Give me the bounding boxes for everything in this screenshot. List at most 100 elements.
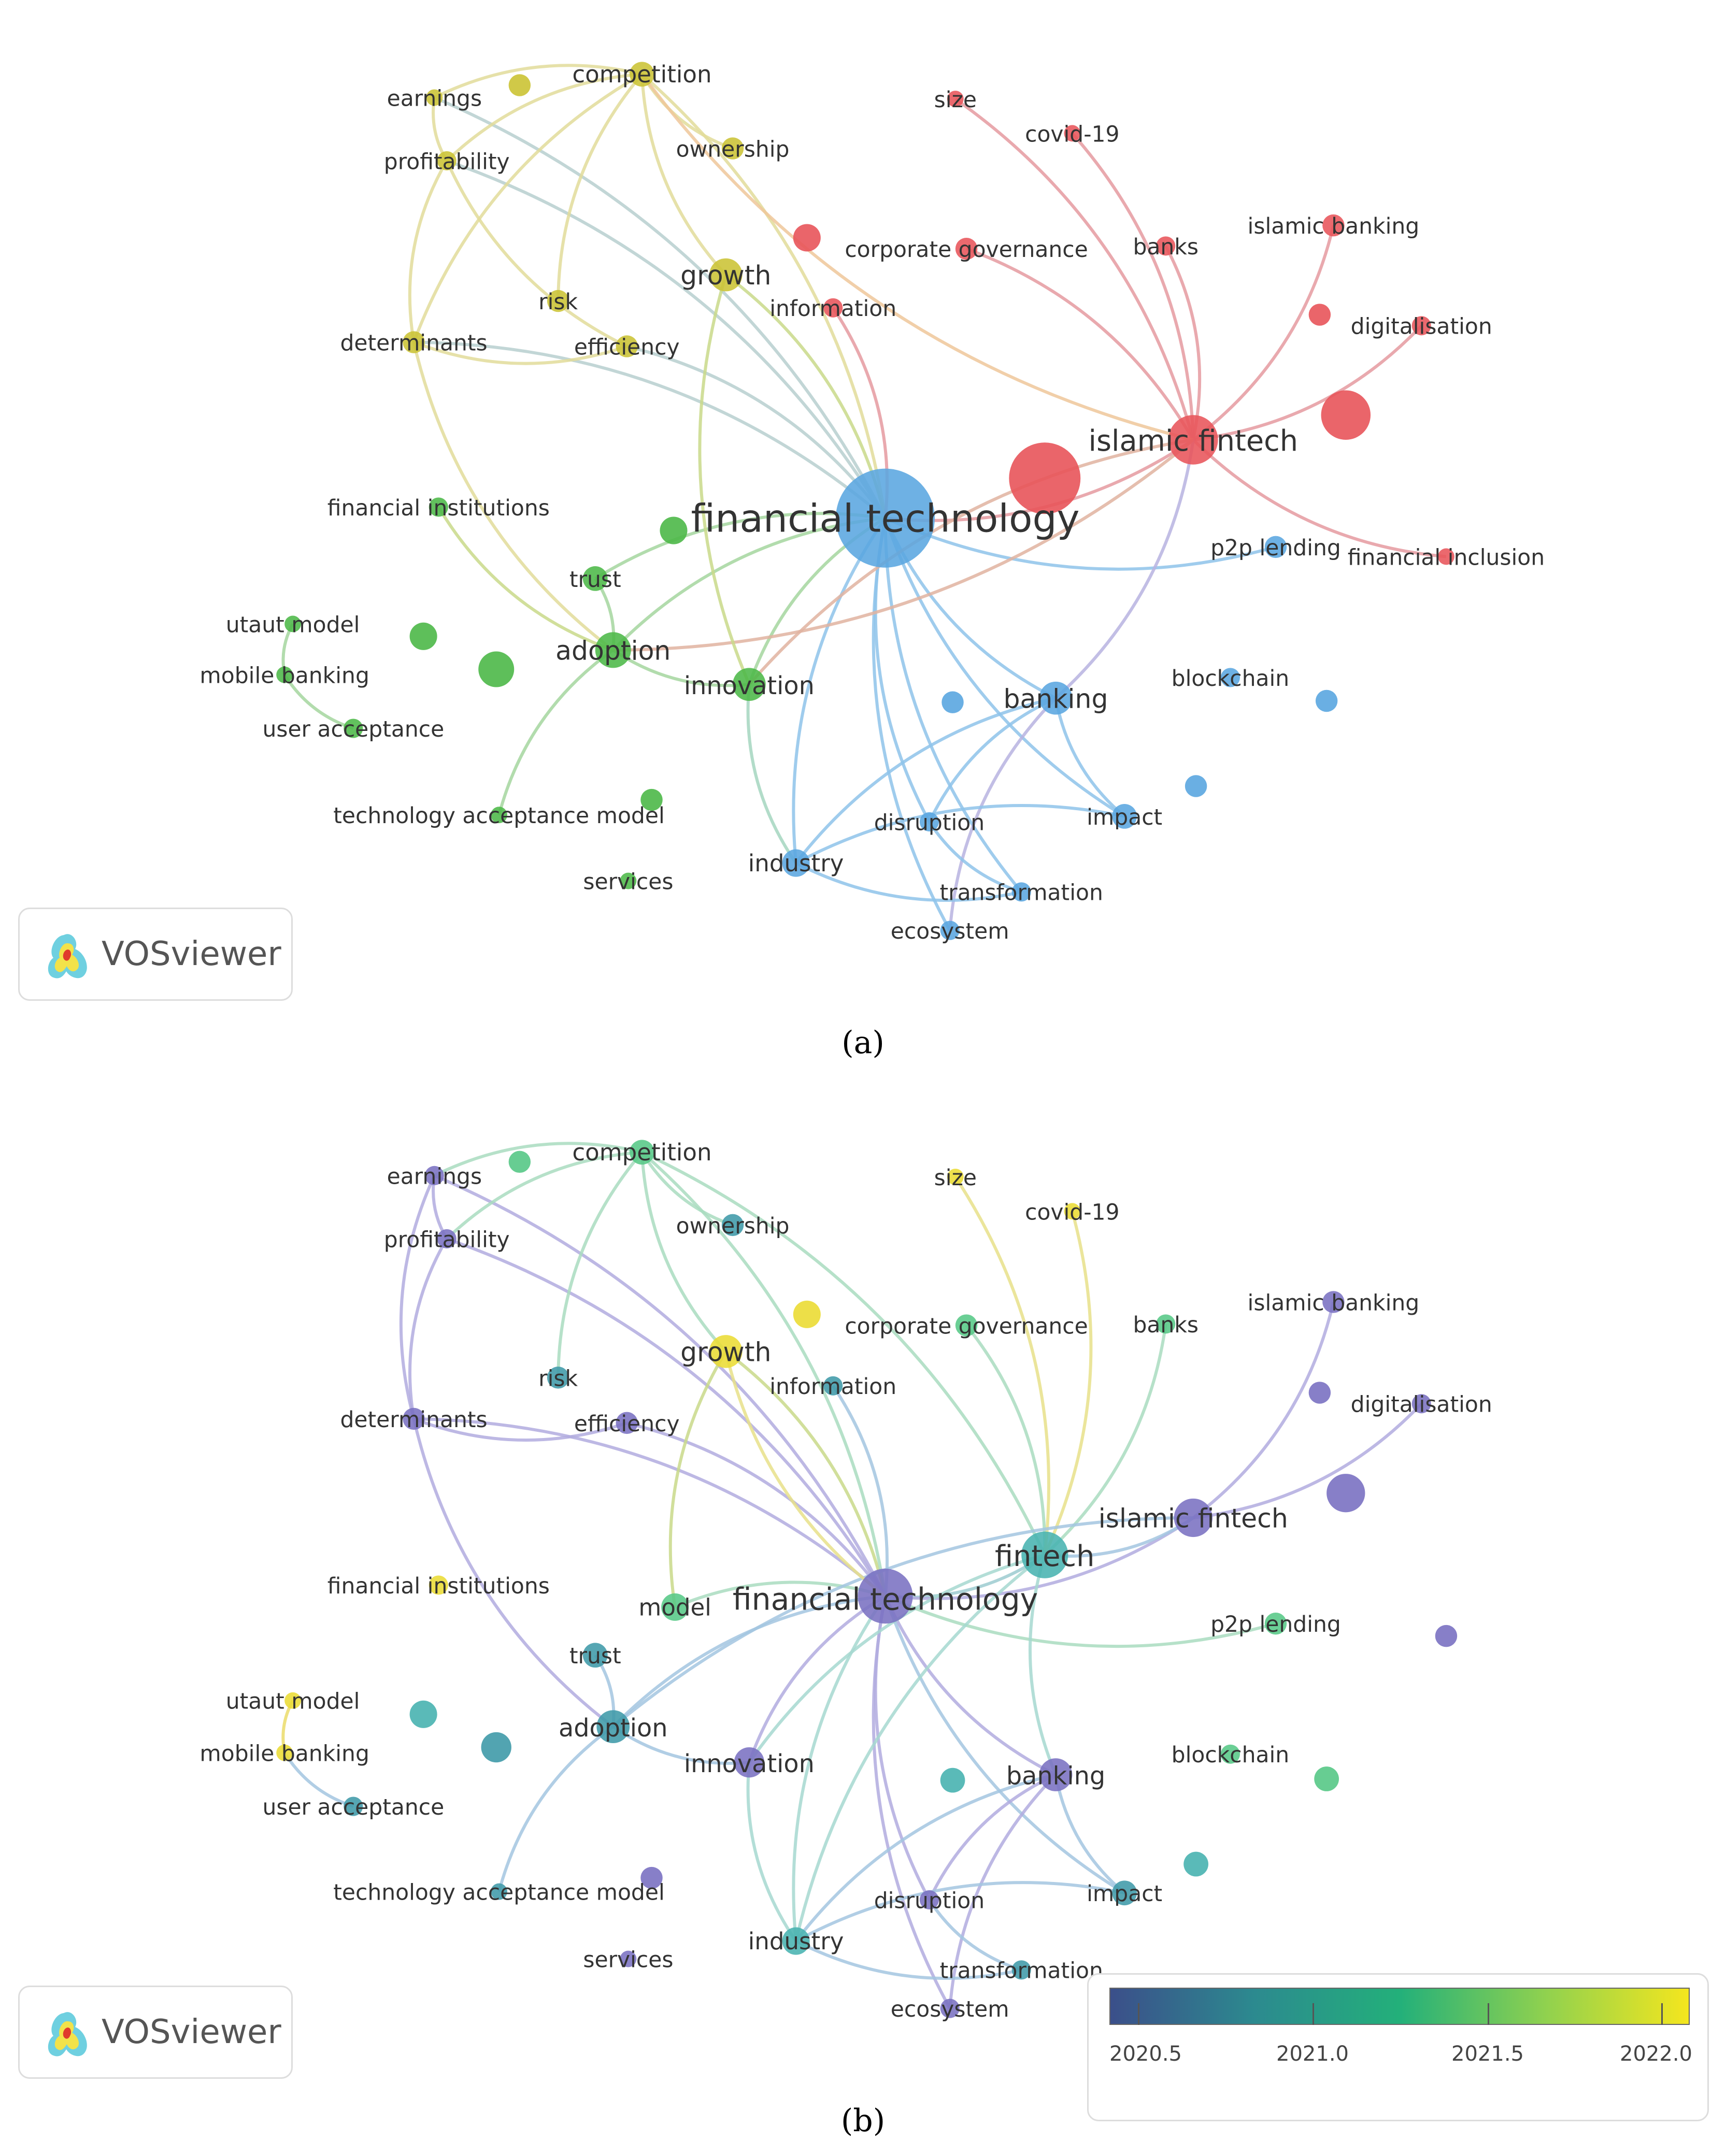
node-label-corporate-governance: corporate governance [845, 1314, 1088, 1339]
edge-determinants-adoption [412, 1418, 615, 1728]
node-banking [1039, 681, 1073, 715]
node-ecosystem [940, 1999, 960, 2018]
node-utaut-model [284, 1692, 302, 1709]
edge-banking-islamic-fintech [1054, 439, 1195, 699]
node-label-impact: impact [1087, 805, 1162, 830]
legend-tick-label: 2021.0 [1276, 2042, 1349, 2066]
node-p2p-lending [1264, 536, 1287, 558]
node-label-disruption: disruption [874, 1888, 985, 1914]
node-label-financial-inclusion: financial inclusion [1348, 545, 1545, 570]
edge-financial-technology-growth [724, 1350, 887, 1597]
node-label-islamic-fintech: islamic fintech [1099, 1503, 1288, 1534]
node-profitability [437, 151, 457, 170]
node-innovation [734, 1747, 765, 1778]
node-transformation [1011, 882, 1031, 902]
node-earnings [426, 89, 443, 106]
edge-financial-technology-innovation [748, 1594, 887, 1763]
node-label-model: model [638, 1593, 711, 1621]
edge-competition-earnings [434, 64, 643, 99]
edge-competition-growth [640, 74, 727, 276]
node-impact [1112, 1880, 1137, 1906]
edge-islamic-fintech-covid-19 [1071, 132, 1195, 440]
node-label-risk: risk [538, 290, 578, 315]
node-size [947, 1169, 964, 1185]
edge-determinants-adoption [412, 341, 615, 652]
node-label-digitalisation: digitalisation [1351, 314, 1492, 340]
edge-financial-technology-model [674, 1580, 886, 1609]
legend-gradient-bar [1109, 1988, 1690, 2025]
node-label-size: size [934, 88, 977, 113]
node-user-acceptance [344, 718, 363, 738]
node-label-financial-technology: financial technology [733, 1582, 1038, 1617]
node-label-innovation: innovation [684, 672, 815, 700]
edge-earnings-determinants [399, 1175, 436, 1419]
node-label-financial-technology: financial technology [691, 496, 1080, 541]
node-profitability [437, 1229, 457, 1248]
node-label-industry: industry [748, 850, 844, 877]
unlabeled-node [1435, 1625, 1458, 1647]
node-covid-19 [1064, 125, 1081, 142]
node-adoption [595, 632, 631, 668]
node-earnings [424, 1166, 444, 1185]
year-color-legend: 2020.5 2021.0 2021.5 2022.0 [1087, 1973, 1709, 2121]
edge-islamic-fintech-banks [1164, 245, 1202, 440]
node-label-banks: banks [1133, 235, 1199, 260]
node-label-profitability: profitability [384, 1227, 510, 1253]
unlabeled-node [508, 74, 531, 96]
edge-competition-growth [640, 1152, 727, 1353]
node-disruption [919, 812, 939, 832]
edge-fintech-banks [1044, 1324, 1167, 1556]
node-label-technology-acceptance-model: technology acceptance model [333, 1880, 664, 1905]
edge-fintech-industry [794, 1554, 1046, 1942]
edge-banking-ecosystem [948, 697, 1057, 931]
node-islamic-banking [1322, 214, 1345, 237]
node-industry [782, 1927, 810, 1955]
edge-growth-financial-technology [724, 1351, 887, 1598]
node-competition [630, 1140, 654, 1165]
unlabeled-node [1314, 1766, 1339, 1791]
node-label-banks: banks [1133, 1313, 1199, 1338]
edge-layer [281, 1142, 1423, 2009]
edge-competition-risk [557, 73, 644, 301]
node-label-utaut-model: utaut model [226, 1689, 360, 1715]
node-label-earnings: earnings [387, 1164, 482, 1189]
node-label-efficiency: efficiency [574, 335, 680, 360]
edge-islamic-fintech-digitalisation [1193, 1402, 1423, 1519]
edge-islamic-fintech-innovation [748, 438, 1194, 686]
node-label-competition: competition [572, 61, 711, 88]
edge-financial-technology-information [832, 1385, 889, 1597]
node-innovation [733, 668, 766, 701]
node-label-mobile-banking: mobile banking [199, 664, 369, 689]
edge-profitability-determinants [408, 1238, 448, 1419]
edge-competition-determinants [412, 73, 643, 343]
edge-financial-technology-competition [640, 1151, 887, 1597]
edge-fintech-competition [641, 1151, 1046, 1556]
node-impact [1112, 804, 1137, 829]
edge-financial-technology-efficiency [626, 1421, 887, 1597]
unlabeled-node [478, 651, 515, 687]
node-label-disruption: disruption [874, 810, 985, 836]
edge-determinants-efficiency [413, 340, 627, 365]
vosviewer-brand-text: VOSviewer [102, 935, 281, 973]
node-label-corporate-governance: corporate governance [845, 237, 1088, 263]
node-p2p-lending [1264, 1613, 1287, 1635]
edge-competition-profitability [446, 73, 643, 162]
node-corporate-governance [955, 237, 978, 260]
node-label-efficiency: efficiency [574, 1412, 680, 1437]
node-label-risk: risk [538, 1366, 578, 1391]
unlabeled-node [1321, 390, 1371, 440]
node-industry [782, 849, 810, 877]
node-adoption [596, 1710, 630, 1744]
unlabeled-node [481, 1732, 511, 1763]
edge-financial-technology-determinants [413, 340, 887, 520]
node-label-banking: banking [1004, 683, 1108, 714]
vosviewer-brand-text: VOSviewer [102, 2013, 281, 2051]
node-determinants [403, 1407, 425, 1430]
edge-islamic-fintech-financial-inclusion [1192, 438, 1447, 558]
legend-tick-mark [1661, 2003, 1663, 2025]
node-risk [547, 290, 569, 312]
node-islamic-banking [1322, 1291, 1345, 1313]
